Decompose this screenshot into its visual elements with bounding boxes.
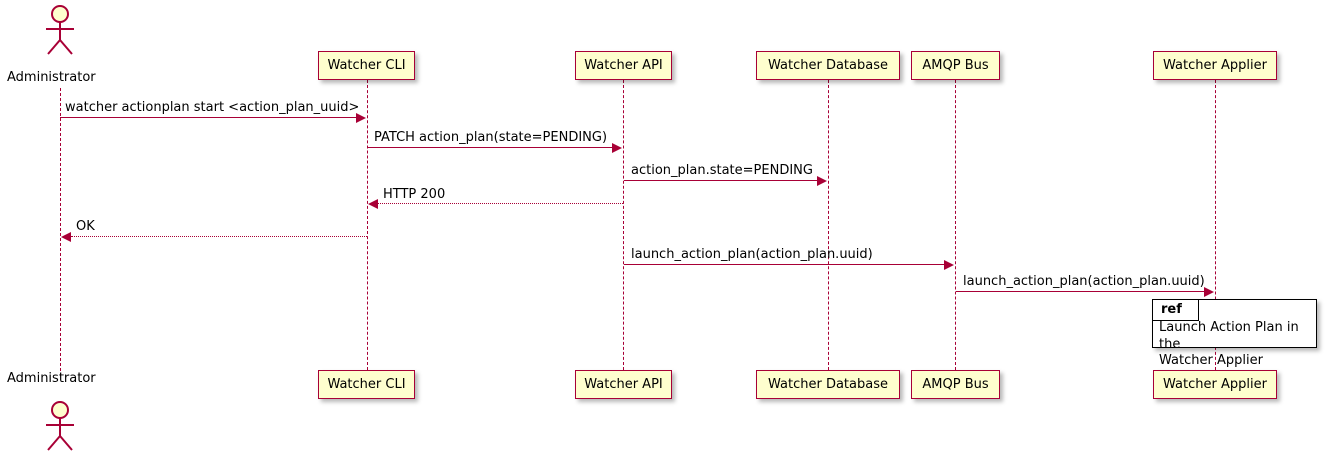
arrowhead-action-plan-state-pending (817, 175, 827, 186)
participant-watcher-applier-bottom[interactable]: Watcher Applier (1153, 370, 1277, 399)
participant-watcher-database-top[interactable]: Watcher Database (756, 51, 900, 80)
ref-fragment-keyword: ref (1153, 300, 1199, 321)
participant-watcher-database-bottom[interactable]: Watcher Database (756, 370, 900, 399)
message-arrow-action-plan-state-pending (624, 180, 819, 181)
actor-label-administrator-top: Administrator (7, 70, 96, 85)
message-label-launch-action-plan-bus-to-applier: launch_action_plan(action_plan.uuid) (963, 274, 1205, 289)
lifeline-watcher-cli (367, 80, 368, 370)
actor-administrator-bottom (38, 400, 82, 451)
arrowhead-http-200 (368, 198, 378, 209)
lifeline-watcher-applier (1215, 80, 1216, 370)
stick-figure-actor-icon (46, 5, 74, 55)
participant-watcher-cli-top[interactable]: Watcher CLI (318, 51, 415, 80)
arrowhead-patch-action-plan (612, 142, 622, 153)
lifeline-watcher-api (623, 80, 624, 370)
arrowhead-ok (61, 231, 71, 242)
arrowhead-launch-action-plan-api-to-bus (944, 259, 954, 270)
participant-watcher-api-top[interactable]: Watcher API (575, 51, 672, 80)
participant-watcher-applier-top[interactable]: Watcher Applier (1153, 51, 1277, 80)
message-label-ok: OK (76, 219, 95, 234)
stick-figure-actor-icon (46, 401, 74, 451)
participant-amqp-bus-bottom[interactable]: AMQP Bus (911, 370, 1000, 399)
participant-amqp-bus-top[interactable]: AMQP Bus (911, 51, 1000, 80)
ref-fragment-tab-corner (1202, 300, 1212, 310)
message-label-watcher-actionplan-start: watcher actionplan start <action_plan_uu… (65, 100, 360, 115)
arrowhead-launch-action-plan-bus-to-applier (1204, 286, 1214, 297)
message-label-http-200: HTTP 200 (383, 187, 446, 202)
participant-watcher-api-bottom[interactable]: Watcher API (575, 370, 672, 399)
ref-fragment-launch-action-plan: ref Launch Action Plan in the Watcher Ap… (1152, 299, 1317, 368)
lifeline-watcher-database (828, 80, 829, 370)
lifeline-amqp-bus (955, 80, 956, 370)
message-arrow-ok (71, 236, 367, 237)
message-arrow-watcher-actionplan-start (60, 117, 358, 118)
message-arrow-patch-action-plan (368, 147, 614, 148)
message-arrow-launch-action-plan-bus-to-applier (956, 291, 1206, 292)
lifeline-administrator (60, 88, 61, 376)
message-arrow-launch-action-plan-api-to-bus (624, 264, 946, 265)
message-label-launch-action-plan-api-to-bus: launch_action_plan(action_plan.uuid) (631, 247, 873, 262)
actor-administrator-top (38, 4, 82, 55)
message-label-action-plan-state-pending: action_plan.state=PENDING (631, 163, 813, 178)
participant-watcher-cli-bottom[interactable]: Watcher CLI (318, 370, 415, 399)
message-arrow-http-200 (378, 203, 623, 204)
actor-label-administrator-bottom: Administrator (7, 371, 96, 386)
message-label-patch-action-plan: PATCH action_plan(state=PENDING) (374, 130, 608, 145)
ref-fragment-body: Launch Action Plan in the Watcher Applie… (1159, 320, 1299, 369)
arrowhead-watcher-actionplan-start (356, 112, 366, 123)
